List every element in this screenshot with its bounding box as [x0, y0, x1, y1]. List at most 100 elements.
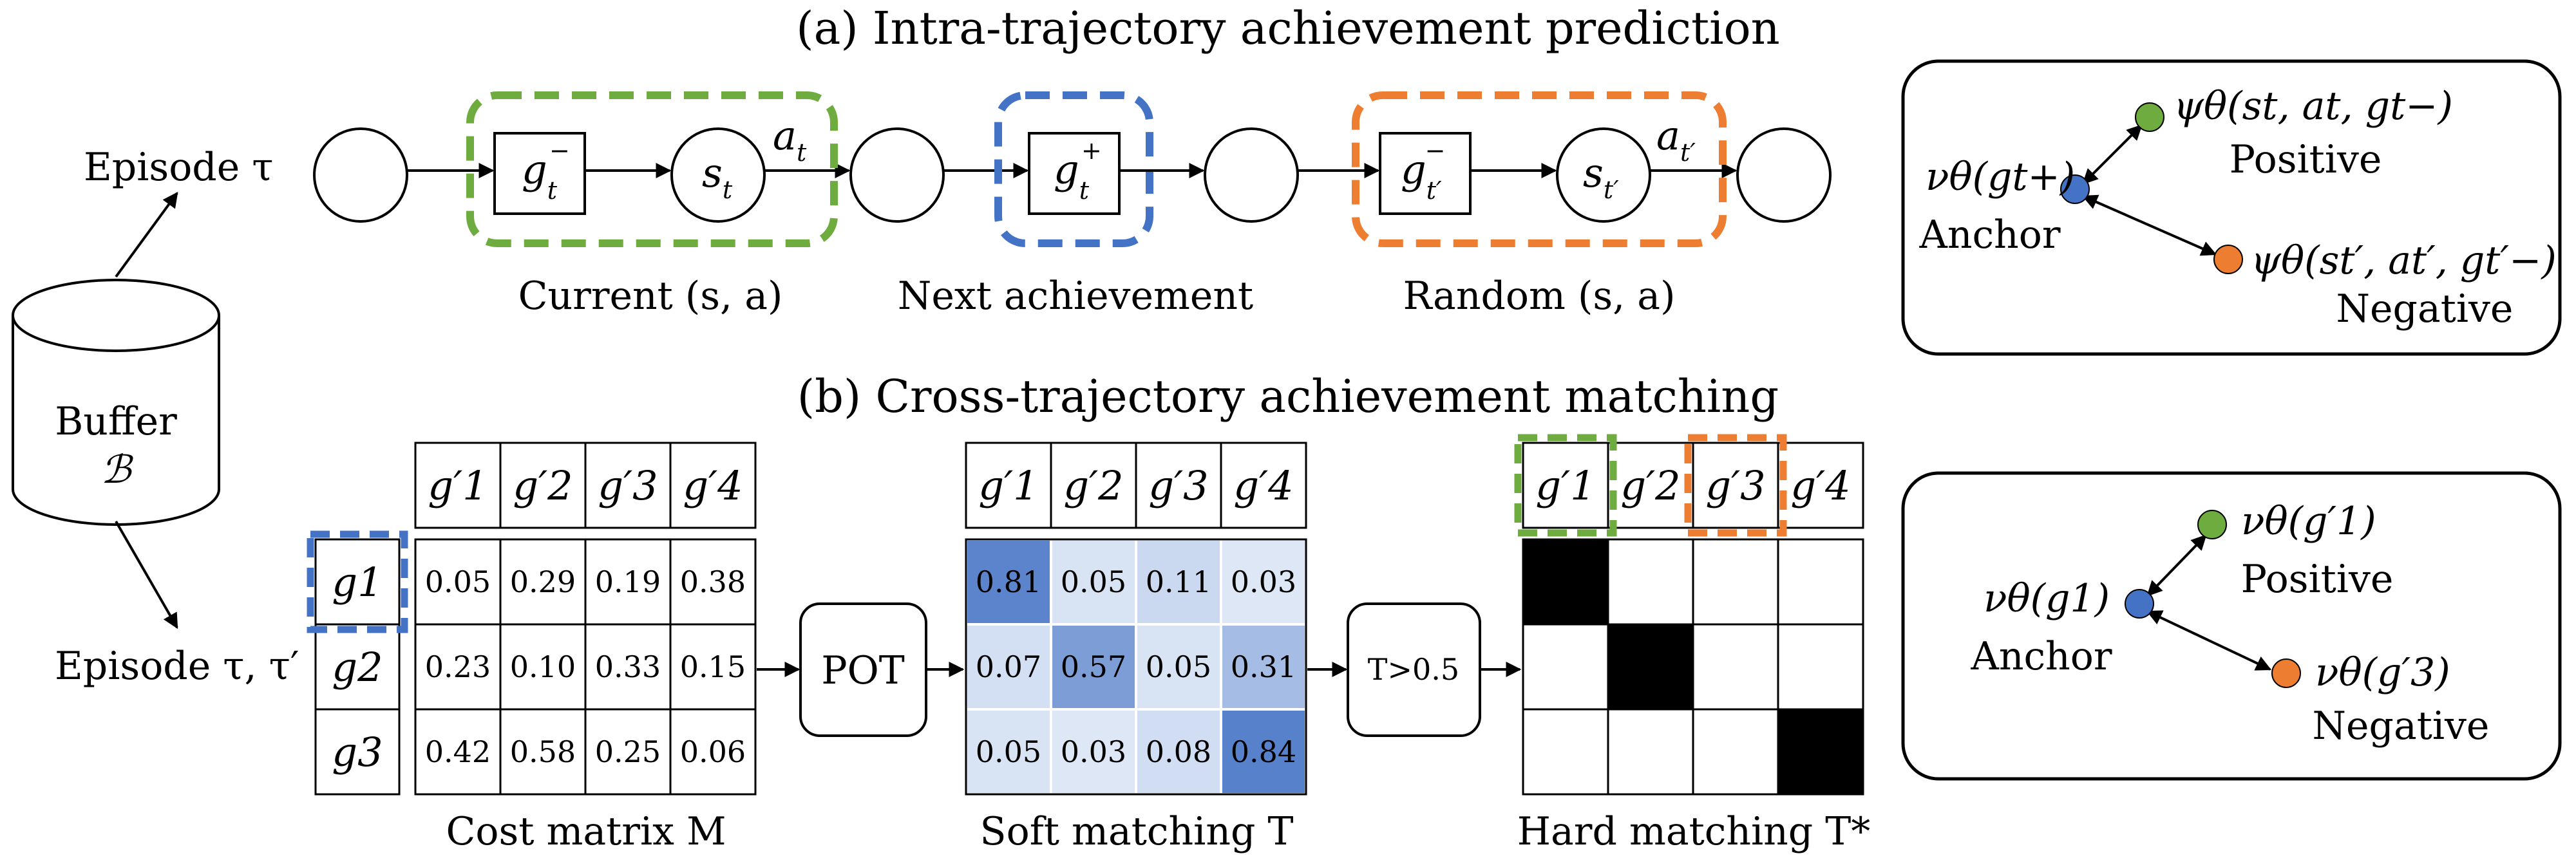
- soft-cell: [1135, 708, 1222, 796]
- soft-cell: [1135, 623, 1222, 711]
- traj-node-g-current: [493, 132, 586, 215]
- cost-row-header-cell: [314, 708, 401, 796]
- traj-node-s-random: [1556, 127, 1651, 223]
- soft-value: 0.81: [976, 564, 1041, 599]
- soft-value: 0.05: [1061, 564, 1126, 599]
- panel-a-positive-label: Positive: [2230, 137, 2382, 182]
- negative-dot: [2271, 658, 2301, 688]
- soft-matrix-border: [965, 538, 1307, 796]
- soft-col-header-label: g′1: [978, 462, 1038, 509]
- cost-cell: [669, 708, 757, 796]
- title-b: (b) Cross-trajectory achievement matchin…: [797, 370, 1779, 423]
- row-g1-highlight: [307, 530, 408, 633]
- cost-cell: [499, 623, 587, 711]
- panel-b-positive-label: Positive: [2241, 557, 2394, 602]
- soft-cell: [1220, 708, 1307, 796]
- caption-cost: Cost matrix M: [446, 809, 726, 854]
- traj-node-empty: [849, 127, 945, 223]
- soft-col-header-label: g′4: [1233, 462, 1293, 509]
- cost-cell: [414, 623, 502, 711]
- hard-col-header-label: g′3: [1705, 462, 1765, 509]
- soft-value: 0.31: [1231, 649, 1296, 684]
- anchor-dot: [2060, 174, 2090, 204]
- label-random: Random (s, a): [1403, 274, 1676, 319]
- soft-value: 0.84: [1231, 734, 1296, 769]
- positive-dot: [2197, 510, 2227, 539]
- buffer-label: Buffer: [55, 399, 177, 444]
- buffer-symbol: ℬ: [100, 447, 133, 492]
- soft-value: 0.11: [1146, 564, 1211, 599]
- panel-b-anchor-label: Anchor: [1970, 634, 2112, 679]
- positive-dot: [2135, 102, 2164, 132]
- threshold-label: T>0.5: [1368, 652, 1459, 687]
- panel-a-negative-label: Negative: [2336, 286, 2514, 331]
- cost-col-header-cell: [414, 442, 502, 529]
- label-current: Current (s, a): [518, 274, 783, 319]
- hard-col-header-cell: [1607, 442, 1694, 529]
- cost-col-header-label: g′1: [428, 462, 488, 509]
- hard-col-header-label: g′2: [1620, 462, 1680, 509]
- hard-cell: [1777, 623, 1864, 711]
- soft-value: 0.08: [1146, 734, 1211, 769]
- cost-value: 0.29: [510, 564, 576, 599]
- soft-value: 0.05: [1146, 649, 1211, 684]
- negative-dot: [2213, 245, 2243, 274]
- trajectory: gt− st at gt+ gt′− st′ at′ Current (s, a…: [313, 91, 1832, 319]
- soft-cell: [965, 708, 1052, 796]
- caption-soft: Soft matching T: [980, 809, 1294, 854]
- cost-row-header-label: g2: [332, 644, 383, 691]
- current-sa-highlight: [466, 91, 838, 247]
- hard-col-header-label: g′4: [1790, 462, 1850, 509]
- cost-cell: [414, 538, 502, 626]
- cost-cell: [669, 538, 757, 626]
- soft-value: 0.57: [1061, 649, 1126, 684]
- panel-a-positive-expr: ψθ(st, at, gt−): [2174, 84, 2453, 129]
- cost-col-header-label: g′4: [683, 462, 743, 509]
- cost-value: 0.05: [425, 564, 491, 599]
- soft-col-header-label: g′2: [1063, 462, 1123, 509]
- soft-col-header-label: g′3: [1148, 462, 1208, 509]
- hard-cell: [1607, 538, 1694, 626]
- cost-value: 0.58: [510, 734, 576, 769]
- cost-value: 0.23: [425, 649, 491, 684]
- positive-column-highlight: [1514, 434, 1617, 537]
- cost-row-header-label: g3: [332, 729, 383, 776]
- traj-node-s-current: [670, 127, 766, 223]
- cost-value: 0.10: [510, 649, 576, 684]
- soft-col-header-cell: [1135, 442, 1222, 529]
- cost-value: 0.06: [680, 734, 746, 769]
- soft-col-header-cell: [1050, 442, 1137, 529]
- episode-label-bottom: Episode τ, τ′: [55, 644, 299, 689]
- hard-cell: [1607, 708, 1694, 796]
- panel-b-positive-expr: νθ(g′1): [2241, 499, 2376, 544]
- traj-node-empty: [1204, 127, 1299, 223]
- panel-a-negative-expr: ψθ(st′, at′, gt′−): [2251, 238, 2557, 283]
- cost-col-header-label: g′3: [598, 462, 658, 509]
- panel-b-negative-expr: νθ(g′3): [2315, 650, 2450, 695]
- hard-cell: [1692, 623, 1779, 711]
- panel-b-anchor-expr: νθ(g1): [1984, 576, 2110, 621]
- negative-column-highlight: [1684, 434, 1787, 537]
- cost-col-header-cell: [669, 442, 757, 529]
- cost-value: 0.42: [425, 734, 491, 769]
- arrow-buffer-to-episode: [115, 192, 178, 278]
- pot-label: POT: [821, 648, 905, 693]
- cost-col-header-cell: [584, 442, 672, 529]
- cost-cell: [499, 538, 587, 626]
- panel-b-contrastive: νθ(g′1) Positive νθ(g1) Anchor νθ(g′3) N…: [1901, 471, 2562, 781]
- arrow-buffer-to-episodes: [115, 521, 178, 630]
- caption-hard: Hard matching T*: [1517, 809, 1871, 854]
- panel-a-contrastive: ψθ(st, at, gt−) Positive νθ(gt+) Anchor …: [1901, 59, 2562, 356]
- random-sa-highlight: [1352, 91, 1727, 247]
- title-a: (a) Intra-trajectory achievement predict…: [796, 2, 1779, 55]
- soft-value: 0.05: [976, 734, 1041, 769]
- traj-node-empty: [1736, 127, 1832, 223]
- soft-value: 0.07: [976, 649, 1041, 684]
- cost-value: 0.15: [680, 649, 746, 684]
- traj-node-empty: [313, 127, 408, 223]
- soft-cell: [1220, 538, 1307, 626]
- cost-value: 0.38: [680, 564, 746, 599]
- buffer-cylinder: Buffer ℬ: [12, 279, 220, 526]
- cost-col-header-label: g′2: [513, 462, 573, 509]
